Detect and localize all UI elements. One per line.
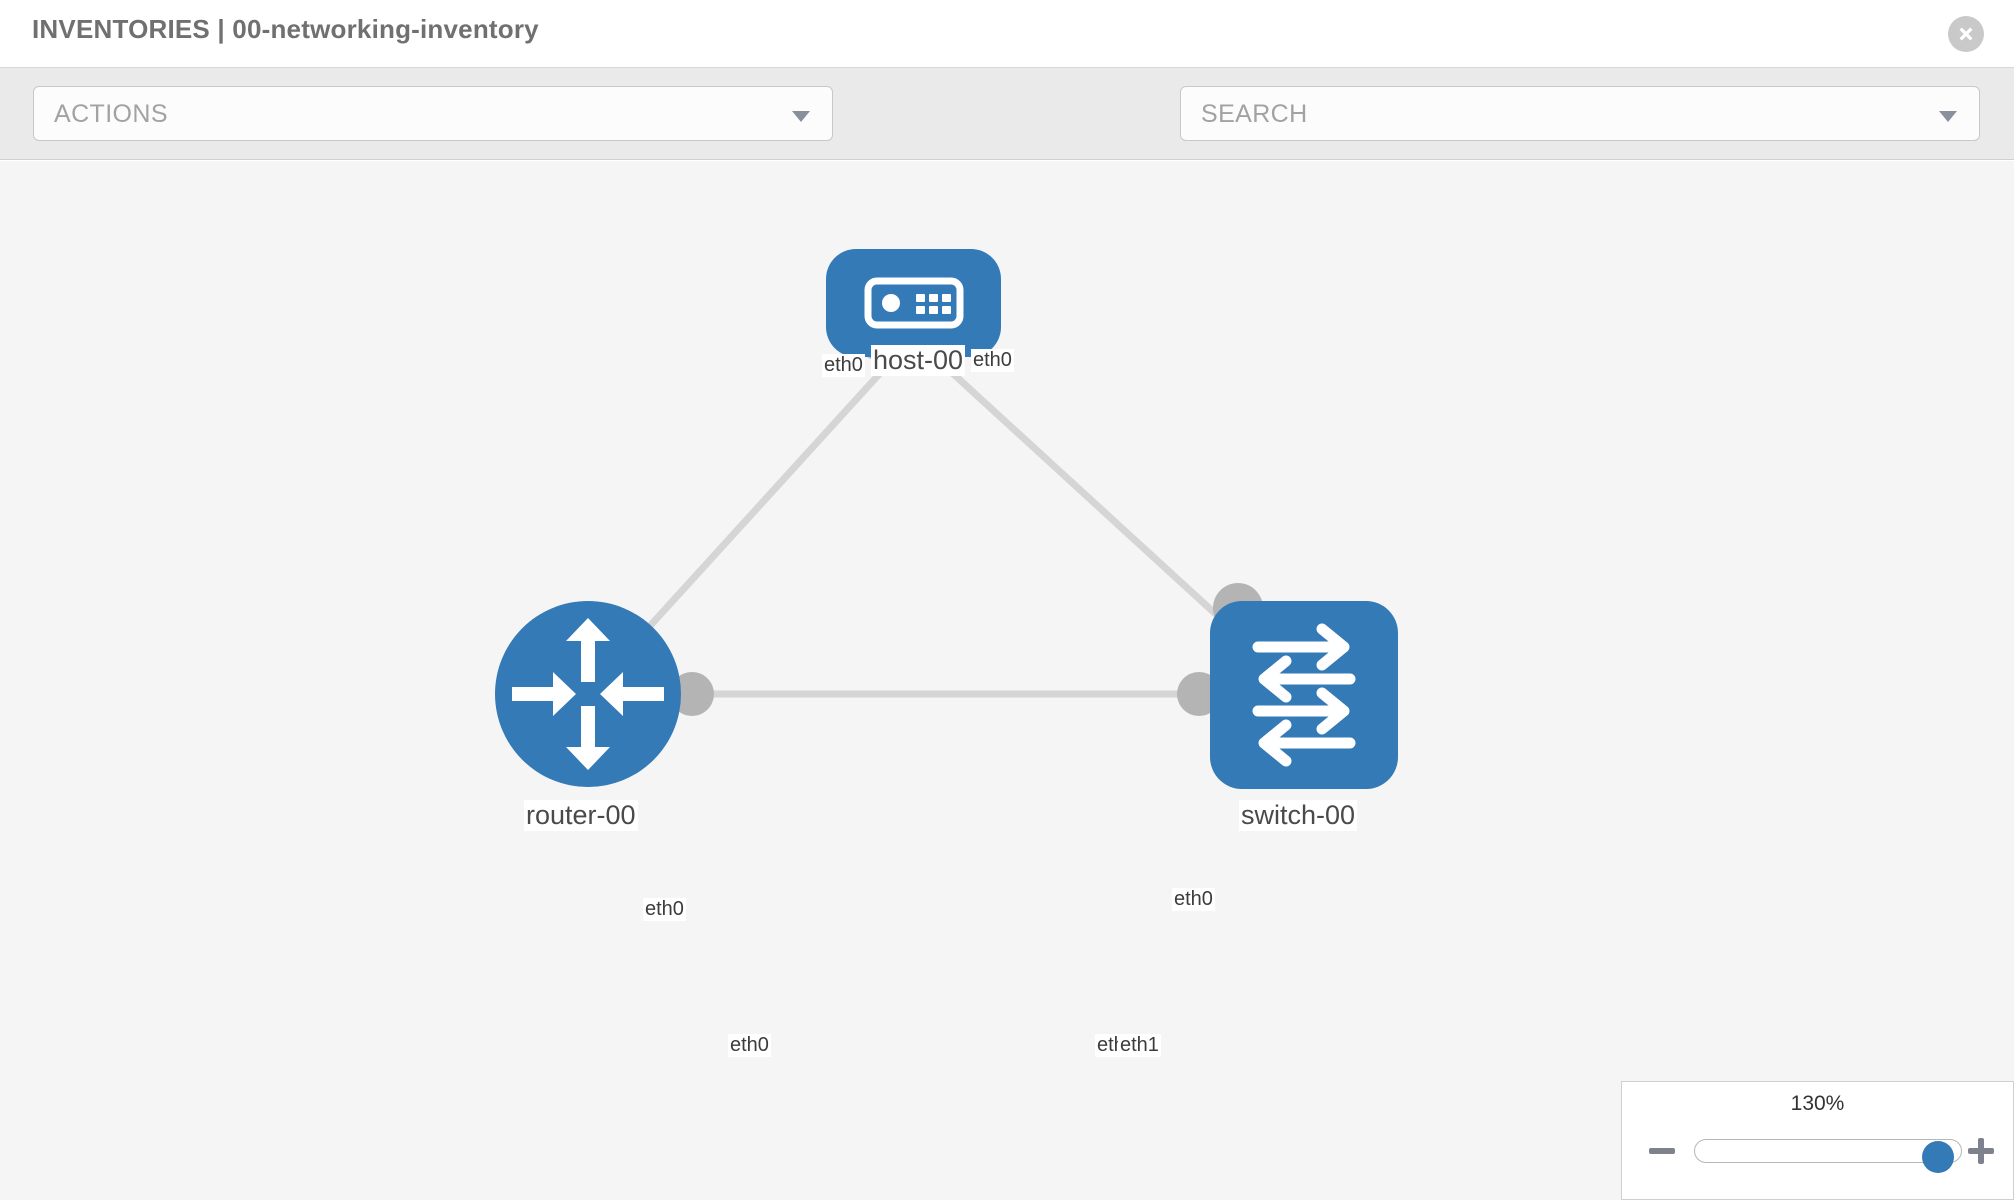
edge-label-switch-north: eth0 — [1172, 888, 1215, 911]
edge-label-switch-west-b: eth1 — [1118, 1034, 1161, 1057]
node-host-00[interactable] — [826, 249, 1001, 357]
node-label-host-00: host-00 — [871, 345, 966, 376]
edge-label-host-right: eth0 — [971, 349, 1014, 372]
search-input[interactable]: SEARCH — [1180, 86, 1980, 141]
zoom-slider-thumb[interactable] — [1922, 1141, 1954, 1173]
zoom-slider-row — [1622, 1131, 2014, 1173]
page-header: INVENTORIES | 00-networking-inventory — [0, 0, 2014, 68]
close-icon[interactable] — [1948, 16, 1984, 52]
zoom-control-panel: 130% — [1621, 1081, 2014, 1200]
page-title: INVENTORIES | 00-networking-inventory — [32, 14, 539, 44]
topology-graph — [495, 249, 1398, 789]
topology-canvas[interactable]: eth0 eth0 eth0 eth0 eth0 eth0 eth1 host-… — [0, 161, 2014, 1200]
minus-icon[interactable] — [1646, 1135, 1678, 1167]
chevron-down-icon — [792, 111, 810, 122]
node-router-00[interactable] — [495, 601, 681, 787]
topology-connectors — [670, 317, 1263, 716]
zoom-level-value: 130% — [1790, 1092, 1845, 1115]
node-label-switch-00: switch-00 — [1239, 800, 1358, 831]
node-switch-00[interactable] — [1210, 601, 1398, 789]
edge-label-router-east: eth0 — [728, 1034, 771, 1057]
node-label-router-00: router-00 — [524, 800, 638, 831]
search-placeholder: SEARCH — [1201, 100, 1308, 128]
zoom-slider[interactable] — [1694, 1139, 1962, 1173]
plus-icon[interactable] — [1965, 1135, 1997, 1167]
edge-label-router-north: eth0 — [643, 898, 686, 921]
actions-dropdown[interactable]: ACTIONS — [33, 86, 833, 141]
server-icon — [864, 277, 964, 329]
switch-icon — [1252, 623, 1356, 767]
toolbar: ACTIONS SEARCH — [0, 68, 2014, 202]
actions-dropdown-label: ACTIONS — [54, 100, 168, 128]
connector-router-east — [670, 672, 714, 716]
router-icon — [512, 618, 664, 770]
edge-label-host-left: eth0 — [822, 354, 865, 377]
chevron-down-icon[interactable] — [1939, 111, 1957, 122]
topology-edges — [585, 334, 1306, 698]
